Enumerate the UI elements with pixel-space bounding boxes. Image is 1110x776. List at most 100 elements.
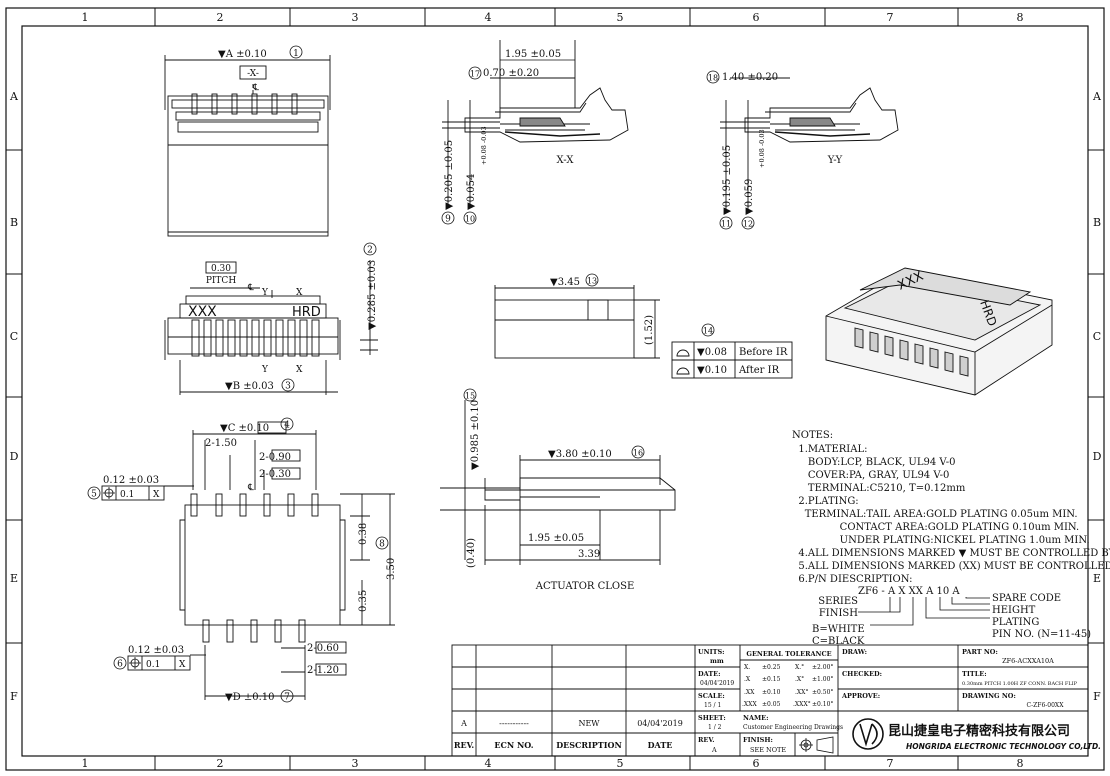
side-view [494, 285, 660, 359]
draw-label: DRAW: [842, 648, 867, 656]
row-label: C [1093, 330, 1101, 343]
projection-symbol [799, 736, 834, 754]
flatness-value: ▼0.08 [697, 347, 727, 358]
row-label: B [1093, 216, 1101, 229]
pitch-value: 0.30 [211, 264, 231, 274]
drawing-no-label: DRAWING NO: [962, 692, 1016, 700]
footprint-top-pads [190, 493, 319, 517]
pos-5-tol: 0.1 [120, 490, 134, 500]
pn-series: SERIES [818, 596, 858, 607]
balloon-10-label: 10 [465, 215, 475, 224]
col-label: 2 [217, 11, 224, 24]
rev-block-value: A [711, 746, 717, 754]
position-symbol-5 [103, 487, 115, 499]
front-y-mark: Y [261, 288, 269, 298]
balloon-18-label: 18 [708, 74, 718, 83]
balloon-3-label: 3 [285, 382, 291, 392]
balloon-4-label: 4 [284, 421, 290, 431]
balloon-5 [87, 486, 101, 500]
row-label: A [1092, 90, 1102, 103]
frame-labels: 1 2 3 4 5 6 7 8 1 2 3 4 5 6 7 8 A B C D … [9, 11, 1102, 770]
balloon-17-label: 17 [470, 70, 480, 79]
finish-label: FINISH: [743, 736, 773, 744]
dim-040: (0.40) [466, 538, 477, 568]
col-label: 3 [352, 11, 359, 24]
dim-038: 0.38 [358, 523, 369, 545]
flatness-value: ▼0.10 [697, 365, 727, 376]
pn-pins: PIN NO. (N=11-45) [992, 629, 1091, 640]
note-line: 6.P/N DIESCRIPTION: [792, 574, 912, 585]
balloon-8-label: 8 [379, 540, 385, 550]
pn-black: C=BLACK [812, 636, 865, 647]
balloon-9 [441, 211, 455, 225]
front-y-mark-bottom: Y [261, 365, 269, 375]
tol-d: ±1.00° [812, 676, 833, 683]
row-label: D [1093, 450, 1102, 463]
tol-b: ±0.15 [762, 676, 781, 683]
tolerance-table: X. ±0.25 X.° ±2.00° .X ±0.15 .X° ±1.00° … [742, 664, 833, 708]
section-yy-view [720, 77, 899, 210]
dim-16: ▼3.80 ±0.10 [548, 449, 612, 460]
flatness-cond: After IR [738, 365, 780, 376]
company-name-en: HONGRIDA ELECTRONIC TECHNOLOGY CO,LTD. [906, 742, 1101, 751]
rev-header-ecn: ECN NO. [494, 740, 533, 750]
balloon-1 [289, 45, 303, 59]
dim-2: ▼0.285 ±0.03 [367, 260, 378, 330]
footprint-view [101, 421, 395, 700]
col-label: 1 [82, 11, 89, 24]
balloon-16-label: 16 [633, 449, 643, 458]
units-value: mm [710, 657, 724, 665]
position-symbol-6 [129, 657, 141, 669]
dim-18: 1.40 ±0.20 [722, 72, 778, 83]
tol-c: .X° [795, 676, 804, 683]
note-line: 5.ALL DIMENSIONS MARKED (XX) MUST BE CON… [792, 561, 1110, 572]
row-label: D [10, 450, 19, 463]
balloon-7 [280, 689, 294, 703]
checked-label: CHECKED: [842, 670, 882, 678]
col-label: 8 [1017, 757, 1024, 770]
section-yy-label: Y-Y [827, 155, 843, 166]
balloon-11 [719, 216, 733, 230]
col-label: 4 [485, 11, 492, 24]
part-no-label: PART NO: [962, 648, 998, 656]
finish-value: SEE NOTE [750, 746, 786, 754]
tol-b: ±0.10 [762, 689, 781, 696]
date-label: DATE: [698, 670, 721, 678]
centerline-mark-front: ℄ [247, 283, 254, 293]
note-line: 1.MATERIAL: [792, 444, 868, 455]
tol-a: .XX [744, 689, 755, 696]
balloon-6-label: 6 [117, 660, 123, 670]
balloon-9-label: 9 [445, 215, 451, 225]
balloon-15-label: 15 [465, 392, 475, 401]
note-line: 4.ALL DIMENSIONS MARKED ▼ MUST BE CONTRO… [792, 548, 1110, 559]
dim-6-value: 0.12 ±0.03 [128, 645, 184, 656]
tol-c: .XX° [795, 689, 808, 696]
dim-350: 3.50 [386, 558, 397, 580]
tol-12: +0.08 -0.03 [758, 129, 766, 168]
balloon-8 [375, 536, 389, 550]
name-value: Customer Engineering Drawings [743, 724, 843, 731]
dim-xx-top: 1.95 ±0.05 [505, 49, 561, 60]
pn-leaders [858, 597, 990, 626]
general-tolerance-title: GENERAL TOLERANCE [746, 650, 831, 658]
row-label: E [1093, 572, 1101, 585]
rev-header-date: DATE [648, 740, 673, 750]
actuator-caption: ACTUATOR CLOSE [535, 581, 635, 592]
tol-10: +0.08 -0.03 [480, 126, 488, 165]
note-line: BODY:LCP, BLACK, UL94 V-0 [792, 457, 955, 468]
tol-d: ±0.10° [812, 701, 833, 708]
part-no-value: ZF6-ACXXA10A [1002, 657, 1054, 665]
col-label: 5 [617, 11, 624, 24]
balloon-13 [585, 273, 599, 287]
balloon-3 [281, 378, 295, 392]
col-label: 1 [82, 757, 89, 770]
iso-pins [854, 327, 969, 377]
pos-5-ref: X [153, 490, 160, 500]
row-label: C [10, 330, 18, 343]
front-marking-hrd: HRD [292, 305, 321, 320]
title-label: TITLE: [962, 670, 987, 678]
centerline-mark: ℄ [252, 83, 259, 93]
balloon-7-label: 7 [284, 693, 290, 703]
title-block [451, 644, 1089, 757]
